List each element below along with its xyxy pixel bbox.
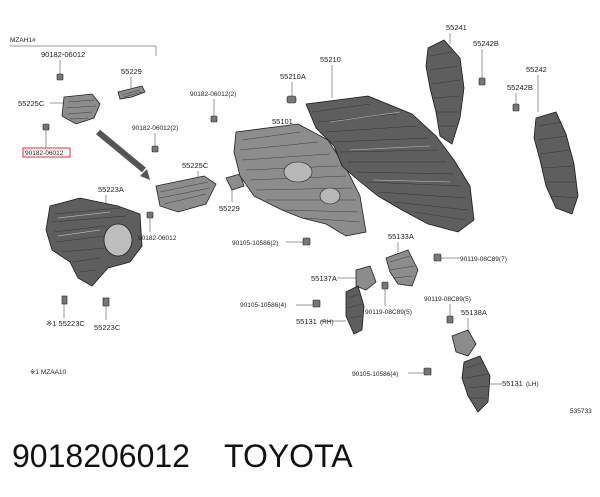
clip-90182-b [210, 115, 218, 123]
callout-55225c-a: 55225C [18, 99, 45, 108]
nut-90119-c [446, 315, 454, 324]
clip-90182-a [56, 73, 64, 81]
insulator-55223a [45, 197, 143, 287]
grommet-55210a [286, 95, 297, 104]
screw-55242b-a [478, 77, 486, 86]
callout-55131-lh-side: (LH) [526, 381, 539, 388]
callout-55131-rh: 55131 [296, 317, 317, 326]
callout-55138a: 55138A [461, 308, 487, 317]
screw-55242b-b [512, 103, 520, 112]
figure-id: 535733 [570, 408, 592, 415]
brand-name: TOYOTA [223, 438, 353, 474]
bracket-55138a [451, 329, 477, 357]
caption: 9018206012 TOYOTA [12, 432, 353, 480]
callout-90182-06012-2a: 90182-06012(2) [190, 91, 236, 98]
parts-diagram: MZAH1# 90182-06012 55229 55225C 90182-06… [10, 23, 592, 415]
callout-55137a: 55137A [311, 274, 337, 283]
callout-90182-06012-a: 90182-06012 [41, 50, 85, 59]
callout-55242b-b: 55242B [507, 83, 533, 92]
direction-arrow [96, 129, 150, 180]
clip-90182-highlight [42, 123, 50, 131]
group-bracket [10, 45, 157, 56]
callout-55242: 55242 [526, 65, 547, 74]
bracket-55137a [355, 265, 377, 291]
bracket-55229-a [117, 85, 146, 100]
bolt-90105-b [312, 299, 321, 308]
bracket-55229-b [225, 173, 245, 191]
clip-90182-d [146, 211, 154, 219]
clip-90182-c [151, 145, 159, 153]
nut-90119-a [433, 253, 442, 262]
bolt-90105-a [302, 237, 311, 246]
insulator-55242 [533, 111, 579, 215]
callout-55225c-b: 55225C [182, 161, 209, 170]
callout-55133a: 55133A [388, 232, 414, 241]
clip-55223c-b [102, 297, 110, 307]
bracket-55133a [385, 249, 419, 287]
callout-90182-06012-2b: 90182-06012(2) [132, 125, 178, 132]
group-label: MZAH1# [10, 37, 36, 44]
callout-55242b-a: 55242B [473, 39, 499, 48]
dash-panel-55101 [233, 123, 367, 237]
callout-55223c-b: 55223C [94, 323, 121, 332]
callout-55223a: 55223A [98, 185, 124, 194]
callout-55131-rh-side: (RH) [320, 319, 334, 326]
callout-90119-08c89-5a: 90119-08C89(5) [365, 309, 412, 316]
clip-55223c-a [61, 295, 68, 305]
callout-55210: 55210 [320, 55, 341, 64]
panel-55225c-a [61, 93, 101, 125]
callout-55223c-a: ※1 55223C [46, 319, 85, 328]
callout-55101: 55101 [272, 117, 293, 126]
callout-90105-10586-2: 90105-10586(2) [232, 240, 278, 247]
callout-55229-a: 55229 [121, 67, 142, 76]
brace-55131-lh [461, 355, 491, 413]
callout-55241: 55241 [446, 23, 467, 32]
callout-90119-08c89-7: 90119-08C89(7) [460, 256, 507, 263]
callout-90105-10586-4b: 90105-10586(4) [352, 371, 398, 378]
callout-55131-lh: 55131 [502, 379, 523, 388]
footnote: ※1 MZAA10 [30, 369, 67, 376]
highlight-box [22, 147, 71, 158]
bolt-90105-c [423, 367, 432, 376]
panel-55225c-b [155, 175, 217, 213]
callout-90119-08c89-5b: 90119-08C89(5) [424, 296, 471, 303]
brace-55131-rh [345, 285, 365, 335]
silencer-55210 [305, 95, 475, 233]
nut-90119-b [381, 281, 389, 290]
callout-90182-06012-d: 90182-06012 [138, 235, 177, 242]
insulator-55241 [425, 39, 465, 145]
part-number: 9018206012 [12, 438, 190, 474]
callout-55210a: 55210A [280, 72, 306, 81]
callout-90182-06012-highlight: 90182-06012 [25, 150, 64, 157]
callout-90105-10586-4a: 90105-10586(4) [240, 302, 286, 309]
callout-55229-b: 55229 [219, 204, 240, 213]
